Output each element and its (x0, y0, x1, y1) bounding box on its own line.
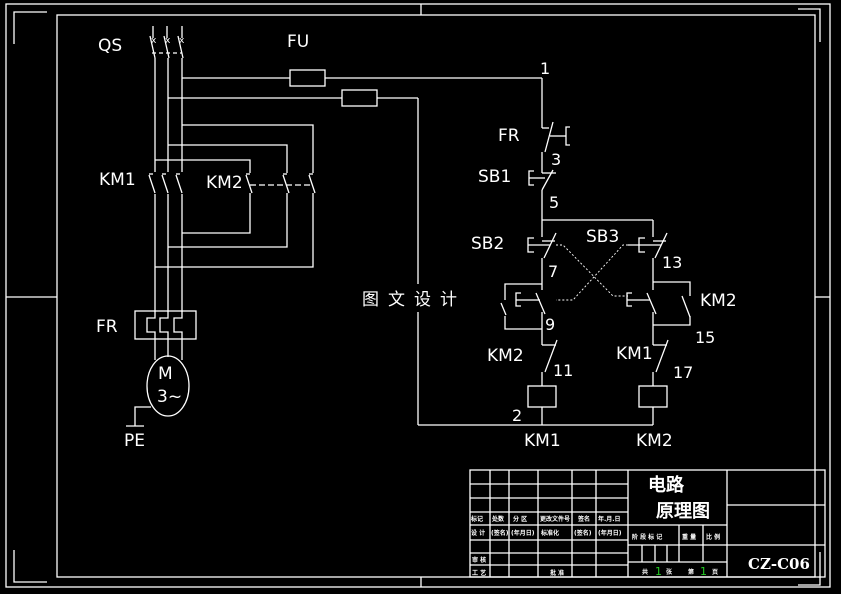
tb-header-mark: 标记 (470, 515, 483, 523)
km1-coil-label: KM1 (524, 431, 561, 451)
tb-design-date: (年月日) (511, 529, 535, 537)
tb-index-prefix: 第 (687, 568, 694, 576)
node-13: 13 (662, 253, 682, 272)
tb-standard-sign: (签名) (574, 529, 592, 537)
km1-interlock-contact (652, 339, 669, 386)
node-5: 5 (549, 193, 559, 212)
outer-border (5, 3, 831, 588)
fr-nc-contact (541, 121, 570, 173)
km2-main-contacts (245, 173, 316, 194)
pe-label: PE (124, 431, 145, 451)
tb-index-count: 1 (700, 565, 707, 578)
km2-coil-label: KM2 (636, 431, 673, 451)
tb-drawing-number: CZ-C06 (748, 555, 810, 573)
qs-switch: x x x (149, 26, 185, 59)
tb-total-suffix: 张 (666, 568, 673, 576)
node-7: 7 (548, 262, 558, 281)
qs-x-mark: x (151, 36, 157, 46)
sb3-nc-contact (515, 292, 546, 315)
node-9: 9 (545, 315, 555, 334)
tb-header-date: 年.月.日 (598, 515, 621, 523)
fr-heating-elements (146, 311, 183, 339)
motor-m-3 (146, 355, 190, 417)
tb-header-change-doc: 更改文件号 (540, 515, 570, 523)
tb-design-label: 设 计 (471, 529, 485, 537)
control-circuit: 1 FR 3 SB1 5 SB2 (418, 59, 737, 451)
corner-mark-top-left (13, 11, 47, 44)
tb-total-prefix: 共 (642, 568, 648, 576)
sb2-forward-button (527, 232, 557, 290)
tb-standard-date: (年月日) (598, 529, 622, 537)
interlock-link-sb2 (556, 244, 628, 297)
tb-header-zone: 分 区 (513, 515, 527, 523)
corner-mark-top-right (798, 8, 821, 42)
sb2-nc-contact (626, 292, 657, 315)
tb-process-label: 工 艺 (472, 569, 486, 577)
node-15: 15 (695, 328, 715, 347)
sb3-label: SB3 (586, 227, 619, 247)
fr-power-label: FR (96, 317, 118, 337)
km1-holding-contact (500, 302, 507, 316)
qs-x-mark: x (179, 36, 185, 46)
tb-title-line2: 原理图 (656, 501, 710, 522)
node-2: 2 (512, 406, 522, 425)
km1-interlock-label: KM1 (616, 344, 653, 364)
sb1-label: SB1 (478, 167, 511, 187)
node-17: 17 (673, 363, 693, 382)
motor-label-3phase: 3~ (157, 387, 182, 407)
tb-header-sign: 签名 (577, 515, 590, 523)
tb-stage-label: 阶 段 标 记 (632, 533, 662, 541)
sb3-reverse-button (628, 232, 668, 290)
tb-design-sign: (签名) (491, 529, 509, 537)
tb-scale-label: 比 例 (706, 533, 720, 541)
title-block: 标记 处数 分 区 更改文件号 签名 年.月.日 设 计 (签名) (年月日) … (469, 469, 826, 578)
sb1-stop-button (528, 169, 556, 220)
tb-index-suffix: 页 (712, 568, 718, 576)
tb-weight-label: 重 量 (682, 533, 696, 541)
power-circuit: QS x x x FU KM1 KM2 (96, 26, 542, 451)
ground-wire (134, 406, 151, 426)
km1-main-contacts (148, 172, 185, 194)
km2-holding-contact (681, 295, 691, 318)
km2-interlock-label: KM2 (487, 346, 524, 366)
watermark-text: 图文设计 (362, 290, 466, 310)
node-3: 3 (551, 150, 561, 169)
km1-power-label: KM1 (99, 170, 136, 190)
corner-mark-bottom-right (798, 552, 821, 586)
fr-contact-label: FR (498, 126, 520, 146)
tb-standard-label: 标准化 (540, 529, 559, 537)
drawing-frame (5, 3, 831, 588)
fu-label: FU (287, 32, 309, 52)
node-11: 11 (553, 361, 573, 380)
corner-mark-bottom-left (13, 550, 47, 583)
inner-border (56, 14, 816, 578)
km2-power-label: KM2 (206, 173, 243, 193)
sb2-label: SB2 (471, 234, 504, 254)
fr-thermal-relay (134, 310, 197, 340)
tb-total-count: 1 (655, 565, 662, 578)
tb-review-label: 审 核 (472, 556, 486, 564)
qs-x-mark: x (165, 36, 171, 46)
km2-interlock-contact (541, 339, 558, 386)
tb-title-line1: 电路 (648, 474, 685, 496)
qs-label: QS (98, 36, 122, 56)
tb-approve-label: 批 准 (550, 569, 564, 577)
tb-header-count: 处数 (491, 515, 505, 523)
node-1: 1 (540, 59, 550, 78)
km2-holding-label: KM2 (700, 291, 737, 311)
motor-label-m: M (158, 364, 173, 384)
